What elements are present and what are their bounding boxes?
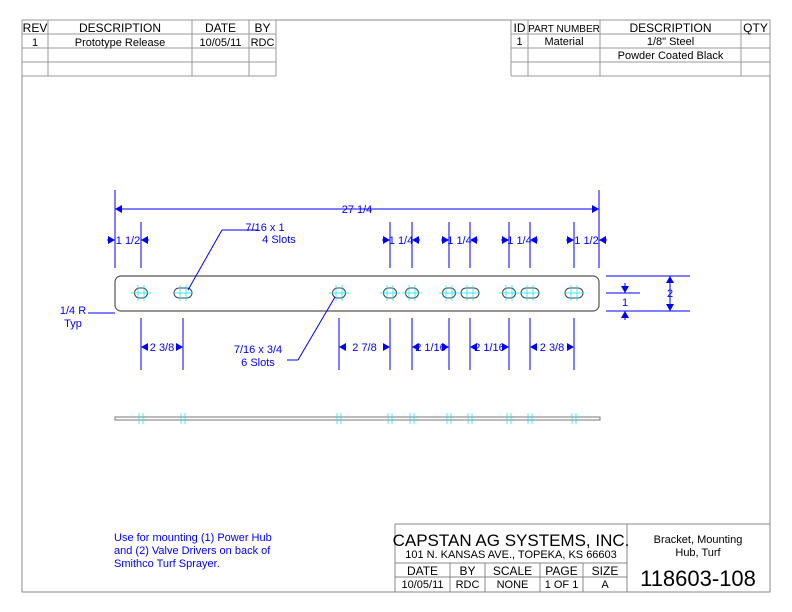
- rev-cell: 10/05/11: [199, 37, 241, 49]
- dimension-arrow: [412, 236, 419, 244]
- dimension-height-outer: 2: [667, 288, 673, 300]
- dimension-arrow: [599, 236, 606, 244]
- note-text: Smithco Turf Sprayer.: [114, 558, 220, 570]
- slot-small-label: 7/16 x 3/4: [234, 344, 282, 356]
- dimension-bottom: 2 1/16: [474, 342, 505, 354]
- rev-cell: Prototype Release: [75, 37, 166, 49]
- title-value: A: [601, 579, 609, 591]
- dimension-arrow: [530, 236, 537, 244]
- dimension-top: 1 1/2: [574, 235, 598, 247]
- parts-header: QTY: [743, 21, 768, 35]
- bracket-side-view: [114, 416, 601, 421]
- parts-header: DESCRIPTION: [629, 21, 711, 35]
- dimension-arrow: [567, 343, 574, 351]
- slot-large-count: 4 Slots: [262, 234, 296, 246]
- dimension-bottom: 2 3/8: [150, 342, 174, 354]
- dimension-arrow: [108, 236, 115, 244]
- title-value: 10/05/11: [401, 579, 443, 591]
- parts-header: PART NUMBER: [528, 24, 600, 35]
- rev-cell: RDC: [251, 37, 275, 49]
- bracket-top-view: [114, 275, 600, 312]
- rev-header: BY: [254, 21, 270, 35]
- dimension-arrow: [502, 343, 509, 351]
- rev-header: REV: [23, 21, 48, 35]
- radius-typ: Typ: [64, 318, 82, 330]
- part-number: 118603-108: [640, 566, 756, 591]
- title-label: SIZE: [592, 564, 619, 578]
- title-label: PAGE: [545, 564, 577, 578]
- dimension-arrow: [567, 236, 574, 244]
- drawing-title: Bracket, Mounting: [654, 534, 743, 546]
- dimension-arrow: [502, 236, 509, 244]
- dimension-arrow: [666, 276, 674, 283]
- dimension-arrow: [621, 311, 629, 318]
- slot-large-label: 7/16 x 1: [245, 222, 284, 234]
- dimension-arrow: [621, 286, 629, 293]
- dimension-arrow: [383, 343, 390, 351]
- title-value: RDC: [456, 579, 480, 591]
- dimension-top: 1 1/4: [447, 235, 471, 247]
- dimension-arrow: [141, 343, 148, 351]
- company-address: 101 N. KANSAS AVE., TOPEKA, KS 66603: [405, 549, 617, 561]
- parts-cell: 1/8" Steel: [647, 36, 694, 48]
- parts-cell: Material: [544, 36, 583, 48]
- title-label: SCALE: [493, 564, 532, 578]
- dimension-arrow: [176, 343, 183, 351]
- dimension-arrow: [383, 236, 390, 244]
- dimension-arrow: [442, 236, 449, 244]
- dimension-top: 1 1/4: [507, 235, 531, 247]
- dimension-top: 1 1/4: [389, 235, 413, 247]
- note-text: and (2) Valve Drivers on back of: [114, 545, 271, 557]
- company-name: CAPSTAN AG SYSTEMS, INC.: [393, 531, 630, 550]
- dimension-arrow: [115, 205, 122, 213]
- leader-line: [297, 296, 336, 361]
- dimension-bottom: 2 7/8: [352, 342, 376, 354]
- dimension-bottom: 2 1/16: [415, 342, 446, 354]
- dimension-arrow: [666, 304, 674, 311]
- dimension-arrow: [470, 343, 477, 351]
- dimension-bottom: 2 3/8: [540, 342, 564, 354]
- drawing-title: Hub, Turf: [675, 547, 721, 559]
- rev-header: DATE: [205, 21, 236, 35]
- note-text: Use for mounting (1) Power Hub: [114, 532, 272, 544]
- leader-line: [187, 229, 223, 291]
- parts-cell: Powder Coated Black: [618, 50, 724, 62]
- dimension-top: 1 1/2: [116, 235, 140, 247]
- dimension-arrow: [339, 343, 346, 351]
- parts-cell: 1: [516, 36, 522, 48]
- dimension-overall: 27 1/4: [342, 204, 373, 216]
- radius-label: 1/4 R: [60, 305, 86, 317]
- title-label: DATE: [407, 564, 438, 578]
- dimension-arrow: [442, 343, 449, 351]
- rev-header: DESCRIPTION: [79, 21, 161, 35]
- dimension-height-inner: 1: [622, 297, 628, 309]
- dimension-arrow: [141, 236, 148, 244]
- parts-header: ID: [514, 21, 526, 35]
- dimension-arrow: [592, 205, 599, 213]
- dimension-arrow: [412, 343, 419, 351]
- title-label: BY: [459, 564, 475, 578]
- title-value: 1 OF 1: [545, 579, 579, 591]
- slot-small-count: 6 Slots: [241, 357, 275, 369]
- rev-cell: 1: [32, 37, 38, 49]
- title-value: NONE: [497, 579, 529, 591]
- dimension-arrow: [470, 236, 477, 244]
- sheet-frame: [21, 19, 771, 593]
- dimension-arrow: [530, 343, 537, 351]
